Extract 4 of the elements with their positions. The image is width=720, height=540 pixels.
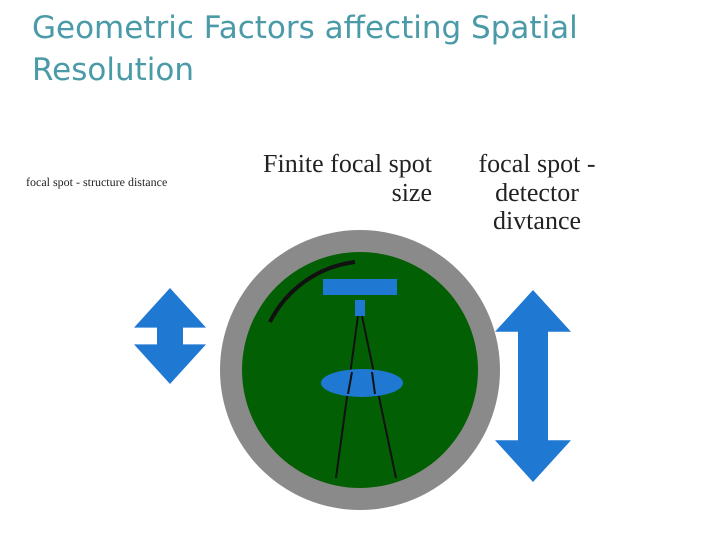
label-text: focal spot - structure distance — [26, 176, 168, 190]
label-text: focal spot - detector divtance — [478, 150, 596, 236]
slide-title: Geometric Factors affecting Spatial Resolution — [32, 9, 579, 90]
label-text: Finite focal spot size — [262, 150, 432, 208]
